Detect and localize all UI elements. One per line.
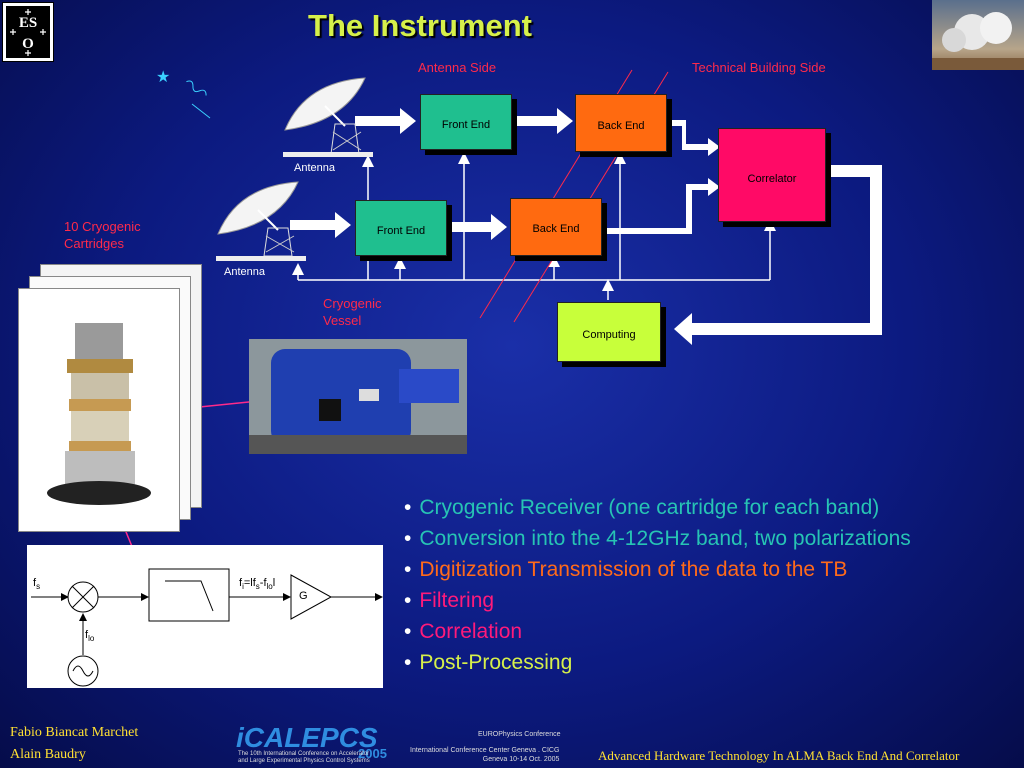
flo-label: flo xyxy=(85,629,95,644)
svg-text:ES: ES xyxy=(19,15,37,31)
front-end-block-2: Front End xyxy=(355,200,447,256)
alma-antennas-photo xyxy=(932,0,1024,70)
antenna-label-2: Antenna xyxy=(224,266,265,278)
technical-building-side-label: Technical Building Side xyxy=(692,60,826,75)
bullet-item: •Conversion into the 4-12GHz band, two p… xyxy=(404,527,911,550)
fi-equation-label: fi=lfs-flol xyxy=(239,577,276,592)
svg-text:★: ★ xyxy=(156,69,170,86)
mixer-schematic: fs flo fi=lfs-flol G xyxy=(27,545,383,688)
satellite-signal-icon: ★ xyxy=(156,69,211,119)
eso-logo-icon: ES O xyxy=(6,6,50,58)
bullet-item: •Digitization Transmission of the data t… xyxy=(404,558,848,581)
bullet-item: •Filtering xyxy=(404,589,495,612)
fs-label: fs xyxy=(33,577,41,592)
authors: Fabio Biancat Marchet Alain Baudry xyxy=(10,725,139,762)
talk-title: Advanced Hardware Technology In ALMA Bac… xyxy=(598,748,960,763)
bullet-item: •Post-Processing xyxy=(404,651,573,674)
antenna-side-label: Antenna Side xyxy=(418,60,497,75)
cryo-cartridge-photo xyxy=(18,288,180,532)
icalepcs-logo: iCALEPCS 2005 The 10th International Con… xyxy=(236,722,387,764)
svg-text:O: O xyxy=(22,36,34,52)
gain-label: G xyxy=(299,590,308,602)
cryo-vessel-label: Cryogenic Vessel xyxy=(323,296,382,328)
back-end-block-2: Back End xyxy=(510,198,602,256)
eso-logo: ES O xyxy=(2,2,54,62)
cryogenic-vessel-photo xyxy=(249,339,467,454)
bullet-item: •Cryogenic Receiver (one cartridge for e… xyxy=(404,496,880,519)
antenna-icon-2 xyxy=(216,181,306,261)
antenna-label-1: Antenna xyxy=(294,162,335,174)
correlator-block: Correlator xyxy=(718,128,826,222)
antenna-icon-1 xyxy=(283,77,373,157)
conference-venue: International Conference Center Geneva .… xyxy=(410,747,560,763)
cryo-cartridges-label: 10 Cryogenic Cartridges xyxy=(64,219,141,251)
bullet-item: •Correlation xyxy=(404,620,523,643)
front-end-block-1: Front End xyxy=(420,94,512,150)
bullet-list: •Cryogenic Receiver (one cartridge for e… xyxy=(404,492,911,678)
slide-title: The Instrument xyxy=(308,8,532,43)
conference-name: EUROPhysics Conference xyxy=(478,731,561,738)
back-end-block-1: Back End xyxy=(575,94,667,152)
computing-block: Computing xyxy=(557,302,661,362)
